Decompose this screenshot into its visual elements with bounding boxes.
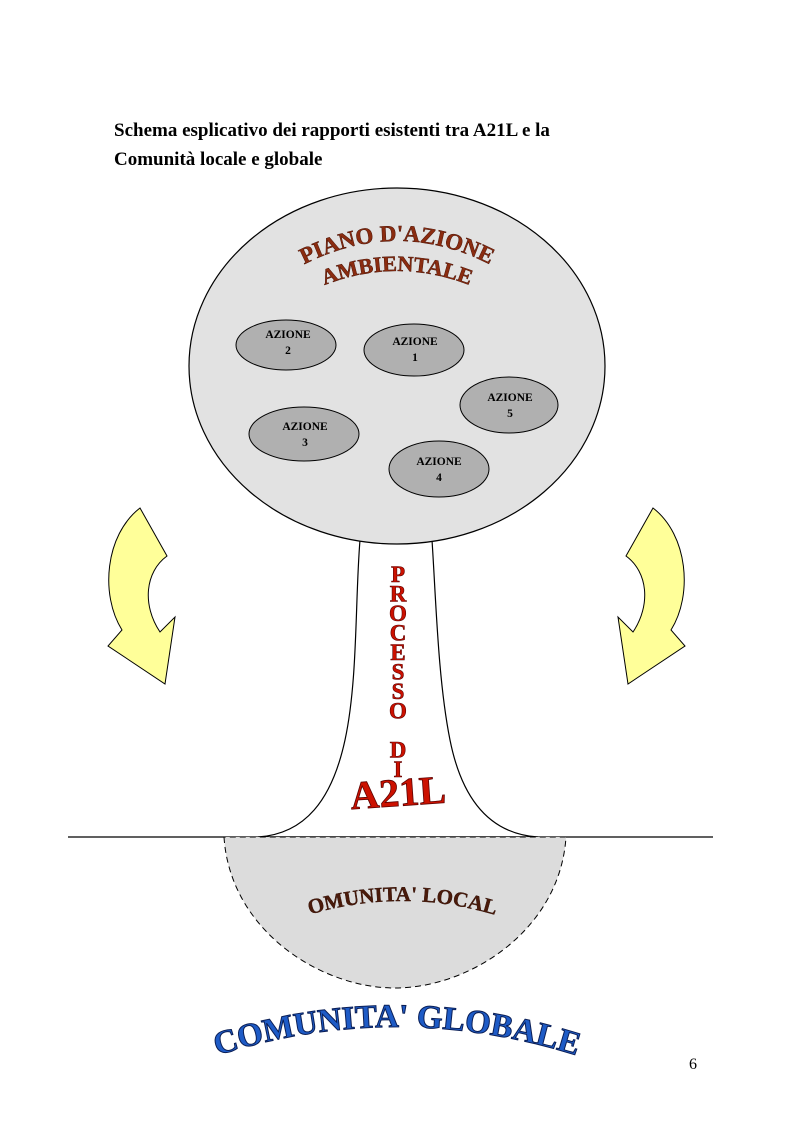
action-2-label: AZIONE bbox=[265, 329, 311, 341]
action-1-number: 1 bbox=[412, 352, 418, 364]
action-1: AZIONE 1 bbox=[363, 323, 465, 377]
action-3: AZIONE 3 bbox=[248, 406, 360, 462]
action-5-number: 5 bbox=[507, 408, 513, 420]
right-curved-arrow bbox=[617, 507, 686, 685]
page-title: Schema esplicativo dei rapporti esistent… bbox=[114, 116, 674, 174]
page-title-line-1: Schema esplicativo dei rapporti esistent… bbox=[114, 120, 550, 141]
page-number: 6 bbox=[689, 1056, 697, 1073]
action-5-label: AZIONE bbox=[487, 392, 533, 404]
local-community-area bbox=[223, 836, 567, 989]
action-3-number: 3 bbox=[302, 437, 308, 449]
action-4: AZIONE 4 bbox=[388, 440, 490, 498]
action-4-label: AZIONE bbox=[416, 456, 462, 468]
action-2: AZIONE 2 bbox=[235, 319, 337, 371]
global-community-label: COMUNITA' GLOBALE bbox=[209, 999, 584, 1063]
action-3-label: AZIONE bbox=[282, 421, 328, 433]
action-2-number: 2 bbox=[285, 345, 291, 357]
action-4-number: 4 bbox=[436, 472, 442, 484]
action-5: AZIONE 5 bbox=[459, 376, 559, 434]
process-label: A21L bbox=[349, 767, 447, 819]
page-title-line-2: Comunità locale e globale bbox=[114, 149, 323, 170]
action-1-label: AZIONE bbox=[392, 336, 438, 348]
left-curved-arrow bbox=[107, 507, 176, 685]
